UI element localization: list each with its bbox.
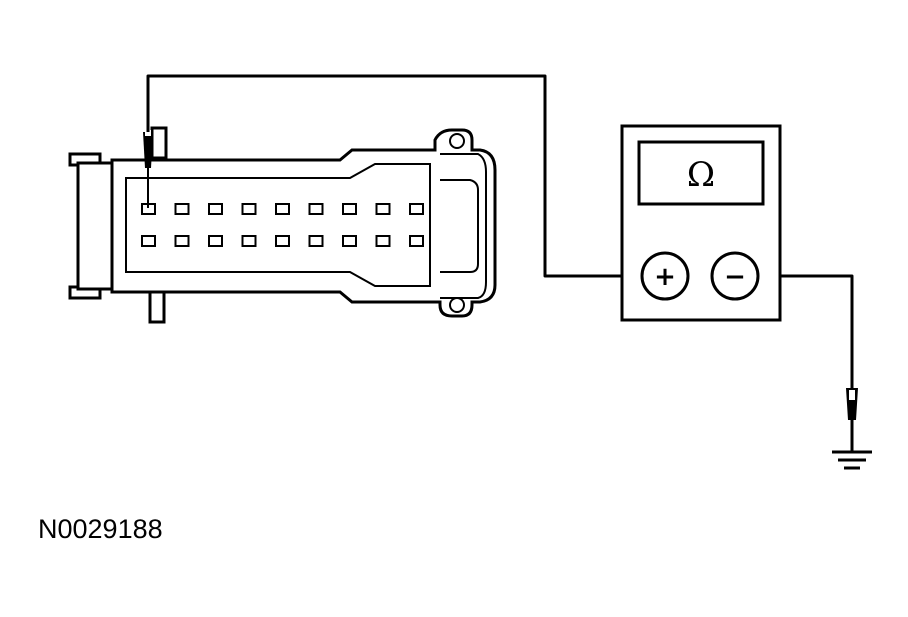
pin-cavity (342, 235, 357, 247)
pin-cavity (141, 235, 156, 247)
test-probe-icon (143, 130, 153, 208)
pin-cavity (342, 203, 357, 215)
pin-cavity (174, 203, 190, 215)
pin-cavity (375, 235, 391, 247)
connector-latch (440, 153, 487, 299)
pin-cavity (208, 235, 223, 247)
pin-cavity (409, 203, 424, 215)
pin-cavity (275, 203, 290, 215)
connector-face (125, 163, 431, 287)
connector-rear-cap (76, 161, 118, 291)
positive-terminal (640, 251, 690, 301)
ground-probe-icon (846, 388, 858, 452)
bolt-top (449, 133, 465, 149)
ohmmeter-icon: Ω + − (620, 124, 782, 322)
negative-terminal-label: − (724, 262, 746, 292)
pin-cavities (141, 203, 424, 247)
pin-cavity (375, 203, 391, 215)
pin-cavity (174, 235, 190, 247)
negative-lead-wire (758, 274, 854, 388)
meter-display (637, 140, 765, 206)
pin-cavity (241, 235, 257, 247)
connector-icon (68, 126, 497, 324)
ground-icon (832, 450, 872, 470)
pin-cavity (308, 203, 324, 215)
connector-housing (110, 128, 497, 318)
pin-cavity (241, 203, 257, 215)
meter-display-symbol: Ω (687, 155, 715, 195)
figure-id: N0029188 (38, 514, 163, 544)
positive-terminal-label: + (654, 262, 676, 292)
connector-lock-tab (150, 126, 168, 160)
bolt-bottom (449, 297, 465, 313)
pin-cavity (275, 235, 290, 247)
pin-cavity (409, 235, 424, 247)
positive-lead-wire (146, 74, 642, 278)
connector-bottom-tab (148, 288, 166, 324)
pin-cavity (208, 203, 223, 215)
pin-cavity (308, 235, 324, 247)
negative-terminal (710, 251, 760, 301)
